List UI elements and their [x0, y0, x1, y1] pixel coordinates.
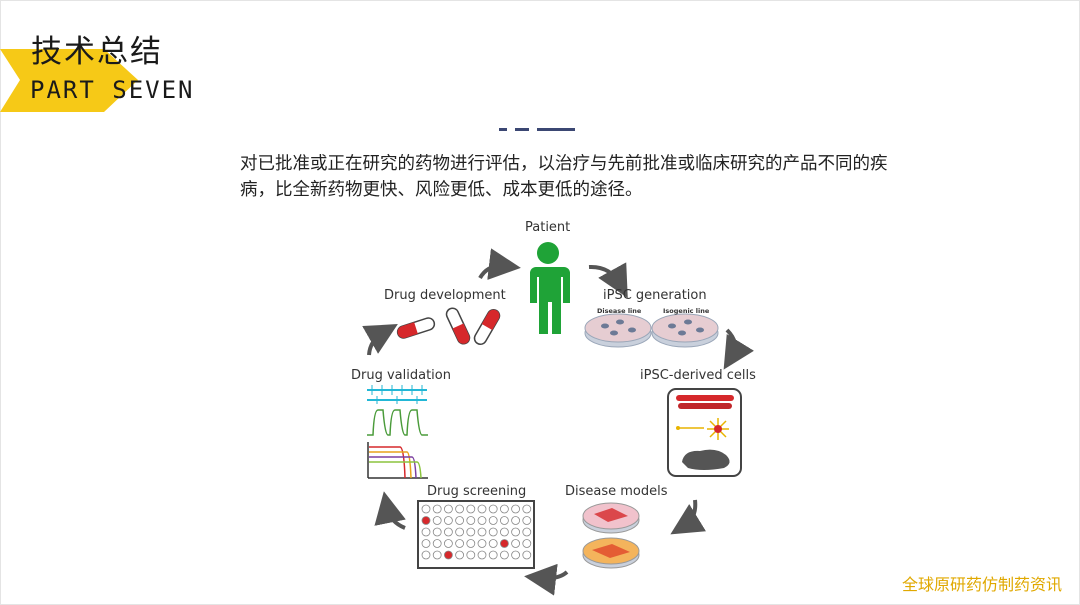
- plate-well: [511, 504, 520, 514]
- patient-icon: [530, 242, 570, 334]
- divider-dash-1: [499, 128, 507, 131]
- plate-well: [522, 539, 532, 548]
- divider-dash-2: [515, 128, 529, 131]
- disease-line-label: Disease line: [597, 307, 642, 315]
- title-accent-band: [0, 49, 138, 112]
- arrow-screening-to-validation: [374, 491, 406, 530]
- plate-well: [522, 527, 532, 537]
- plate-well: [488, 504, 498, 514]
- description-text: 对已批准或正在研究的药物进行评估，以治疗与先前批准或临床研究的产品不同的疾病，比…: [240, 154, 888, 200]
- plate-well: [421, 527, 431, 537]
- plate-well: [432, 504, 442, 514]
- plate-well: [421, 539, 431, 548]
- plate-well: [511, 539, 520, 548]
- slide-title: 技术总结: [31, 34, 163, 70]
- plate-well: [488, 527, 498, 537]
- plate-well: [499, 516, 509, 525]
- arrow-models-to-screening: [524, 563, 569, 596]
- isogenic-line-dish: [651, 313, 719, 348]
- plate-well: [466, 527, 476, 537]
- plate-well: [443, 516, 453, 525]
- plate-well: [477, 550, 487, 560]
- patient-label: Patient: [525, 220, 571, 235]
- plate-well: [488, 550, 498, 560]
- capsule-2: [445, 307, 471, 345]
- drug-development-label: Drug development: [384, 288, 506, 303]
- plate-well: [455, 527, 465, 537]
- plate-well: [477, 539, 487, 548]
- disease-line-dish: [584, 313, 652, 348]
- plate-well: [477, 504, 487, 514]
- arrow-cells-to-models: [670, 499, 707, 535]
- disease-model-dish-2: [582, 537, 640, 569]
- arrow-patient-to-ipsc: [588, 262, 628, 298]
- plate-well: [477, 516, 487, 525]
- plate-well: [477, 527, 487, 537]
- plate-well: [421, 550, 431, 560]
- plate-well: [499, 527, 509, 537]
- drug-screening-plate: [417, 500, 535, 569]
- plate-hit-well: [499, 539, 509, 548]
- divider-dash-3: [537, 128, 575, 131]
- plate-well: [522, 550, 532, 560]
- arrow-ipsc-to-cells: [723, 328, 755, 370]
- drug-validation-traces: [367, 385, 428, 479]
- isogenic-line-label: Isogenic line: [663, 307, 710, 315]
- plate-well: [443, 539, 453, 548]
- plate-well: [499, 550, 509, 560]
- plate-well: [499, 504, 509, 514]
- plate-well: [511, 527, 520, 537]
- disease-models-label: Disease models: [565, 484, 668, 499]
- plate-well: [488, 516, 498, 525]
- ipsc-derived-cells-label: iPSC-derived cells: [640, 368, 756, 383]
- ipsc-derived-cells-panel: [667, 388, 742, 477]
- slide-subtitle: PART SEVEN: [30, 76, 195, 104]
- capsule-1: [396, 317, 436, 339]
- plate-well: [421, 504, 431, 514]
- plate-well: [466, 539, 476, 548]
- plate-well: [455, 539, 465, 548]
- arrow-validation-to-development: [362, 324, 398, 356]
- plate-well: [432, 527, 442, 537]
- drug-validation-label: Drug validation: [351, 368, 451, 383]
- drug-screening-label: Drug screening: [427, 484, 527, 499]
- disease-model-dish-1: [582, 502, 640, 534]
- plate-well: [522, 516, 532, 525]
- plate-well: [455, 516, 465, 525]
- plate-well: [432, 550, 442, 560]
- plate-well: [522, 504, 532, 514]
- plate-well: [455, 504, 465, 514]
- plate-well: [511, 550, 520, 560]
- arrow-development-to-patient: [478, 248, 521, 281]
- plate-well: [488, 539, 498, 548]
- plate-well: [443, 504, 453, 514]
- plate-well: [511, 516, 520, 525]
- watermark: 全球原研药仿制药资讯: [901, 575, 1062, 594]
- plate-well: [432, 516, 442, 525]
- plate-well: [455, 550, 465, 560]
- plate-well: [466, 504, 476, 514]
- ipsc-generation-label: iPSC generation: [603, 288, 707, 303]
- plate-hit-well: [443, 550, 453, 560]
- plate-well: [443, 527, 453, 537]
- plate-well: [466, 550, 476, 560]
- plate-well: [466, 516, 476, 525]
- capsule-3: [473, 308, 501, 346]
- plate-hit-well: [421, 516, 431, 525]
- plate-well: [432, 539, 442, 548]
